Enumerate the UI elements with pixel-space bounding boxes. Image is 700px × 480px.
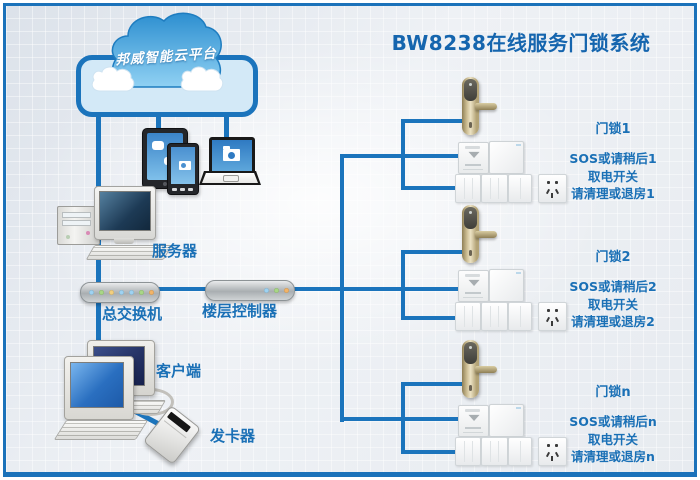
connector-line: [340, 154, 460, 158]
connector-line: [401, 119, 405, 190]
lock-label: 门锁2: [595, 250, 631, 265]
power-switch-label: 取电开关: [587, 297, 638, 312]
lock-group-n: ▼ 门锁n SOS或请稍后n 取电开关 请清理或退房n: [398, 340, 696, 470]
lock-group-2: ▼ 门锁2 SOS或请稍后2 取电开关 请清理或退房2: [398, 205, 696, 335]
cleaning-label: 请清理或退房1: [571, 186, 655, 201]
laptop-icon: [209, 137, 255, 175]
floor-controller-label: 楼层控制器: [202, 302, 278, 320]
cleaning-label: 请清理或退房n: [571, 449, 655, 464]
power-socket-icon: [538, 437, 567, 466]
server-tower-icon: [57, 206, 100, 245]
main-switch-label: 总交换机: [102, 305, 163, 323]
phone-icon: [167, 143, 199, 195]
lock-label: 门锁1: [595, 122, 631, 137]
client-label: 客户端: [156, 362, 202, 380]
connector-line: [403, 450, 457, 454]
key-card-switch-icon: ▼: [458, 269, 524, 302]
connector-line: [340, 417, 460, 421]
lock-group-1: ▼ 门锁1 SOS或请稍后1 取电开关 请清理或退房1: [398, 77, 696, 207]
connector-line: [401, 250, 405, 320]
sos-label: SOS或请稍后n: [569, 414, 657, 429]
power-socket-icon: [538, 174, 567, 203]
switch-panel-row-icon: [455, 437, 567, 466]
sos-label: SOS或请稍后1: [569, 151, 657, 166]
monitor-stand: [114, 238, 134, 244]
eagle-emblem-icon: ▼: [467, 413, 480, 422]
connector-line: [340, 154, 344, 422]
page-title: BW8238在线服务门锁系统: [391, 31, 651, 55]
switch-panel-row-icon: [455, 302, 567, 331]
client-keyboard-icon: [53, 420, 149, 440]
door-lock-icon: [462, 205, 498, 263]
connector-line: [403, 119, 465, 123]
floor-controller-icon: [205, 280, 295, 301]
connector-line: [403, 316, 457, 320]
connector-line: [403, 250, 465, 254]
folder-icon: [223, 146, 240, 161]
connector-line: [224, 102, 229, 140]
sos-label: SOS或请稍后2: [569, 279, 657, 294]
phone-screen: [171, 147, 195, 184]
small-cloud-icon: [178, 64, 226, 94]
connector-line: [401, 382, 405, 454]
client-monitor-front-icon: [64, 356, 134, 420]
power-socket-icon: [538, 302, 567, 331]
main-switch-icon: [80, 282, 160, 303]
door-lock-icon: [462, 77, 498, 135]
power-switch-label: 取电开关: [587, 432, 638, 447]
key-card-switch-icon: ▼: [458, 404, 524, 437]
small-cloud-icon: [90, 64, 136, 94]
server-label: 服务器: [152, 242, 198, 260]
key-card-switch-icon: ▼: [458, 141, 524, 174]
connector-line: [403, 186, 457, 190]
laptop-base: [199, 171, 261, 185]
card-issuer-label: 发卡器: [210, 427, 256, 445]
eagle-emblem-icon: ▼: [467, 278, 480, 287]
door-lock-icon: [462, 340, 498, 398]
cleaning-label: 请清理或退房2: [571, 314, 655, 329]
switch-panel-row-icon: [455, 174, 567, 203]
connector-line: [403, 382, 465, 386]
server-monitor-icon: [94, 186, 156, 240]
eagle-emblem-icon: ▼: [467, 150, 480, 159]
power-switch-label: 取电开关: [587, 169, 638, 184]
lock-label: 门锁n: [595, 385, 631, 400]
